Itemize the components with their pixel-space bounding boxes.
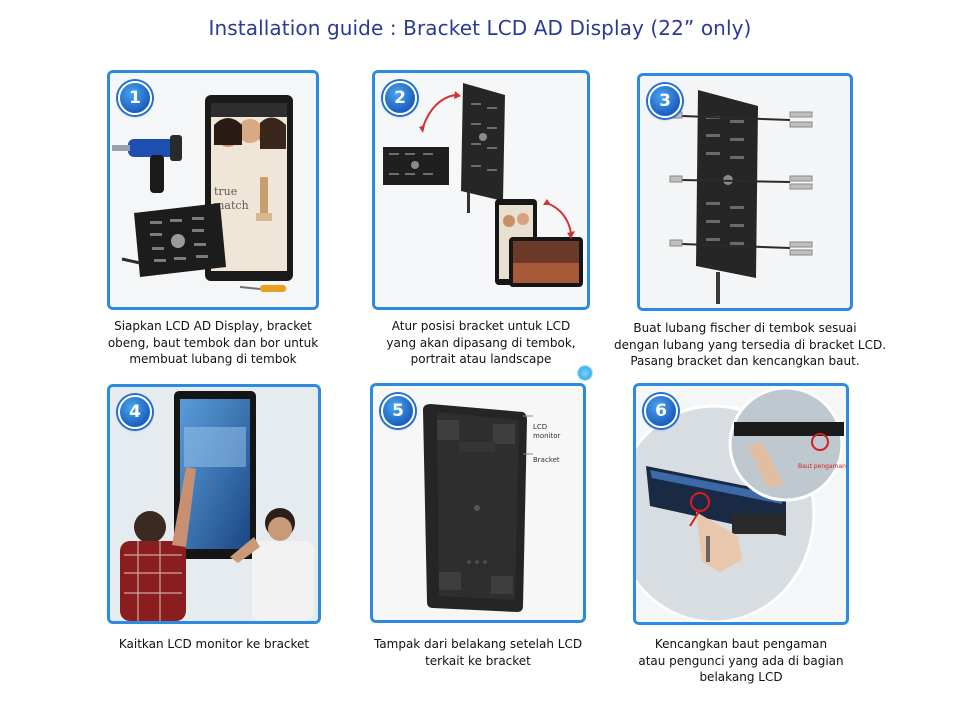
lcd-monitor-label: LCD monitor — [533, 423, 561, 440]
step-1-illustration: true match — [110, 73, 316, 307]
step-6-caption: Kencangkan baut pengaman atau pengunci y… — [638, 637, 844, 685]
step-4-illustration — [110, 387, 318, 621]
step-3-illustration — [640, 76, 850, 308]
step-6-illustration: Baut pengaman — [636, 386, 846, 622]
blue-dot-marker — [577, 365, 593, 381]
step-4-caption: Kaitkan LCD monitor ke bracket — [118, 637, 310, 651]
step-5-badge: 5 — [381, 394, 415, 428]
step-5-panel: 5 LCD monitor Bracket — [370, 383, 586, 623]
page-title: Installation guide : Bracket LCD AD Disp… — [208, 16, 752, 40]
step-4-panel: 4 — [107, 384, 321, 624]
step-2-caption: Atur posisi bracket untuk LCD yang akan … — [386, 319, 576, 367]
step-1-panel: 1 true match — [107, 70, 319, 310]
step-1-badge: 1 — [118, 81, 152, 115]
step-6-badge: 6 — [644, 394, 678, 428]
step-2-illustration — [375, 73, 587, 307]
step-1-caption: Siapkan LCD AD Display, bracket obeng, b… — [107, 319, 319, 367]
svg-text:Baut pengaman: Baut pengaman — [798, 463, 846, 470]
step-6-panel: 6 Baut pengaman — [633, 383, 849, 625]
svg-text:match: match — [214, 199, 249, 212]
svg-text:true: true — [214, 185, 237, 198]
step-2-badge: 2 — [383, 81, 417, 115]
step-3-caption: Buat lubang fischer di tembok sesuai den… — [614, 321, 887, 369]
bracket-label: Bracket — [533, 456, 560, 464]
step-4-badge: 4 — [118, 395, 152, 429]
step-5-caption: Tampak dari belakang setelah LCD terkait… — [373, 637, 583, 668]
step-2-panel: 2 — [372, 70, 590, 310]
step-3-panel: 3 — [637, 73, 853, 311]
step-3-badge: 3 — [648, 84, 682, 118]
step-5-illustration — [373, 386, 583, 620]
